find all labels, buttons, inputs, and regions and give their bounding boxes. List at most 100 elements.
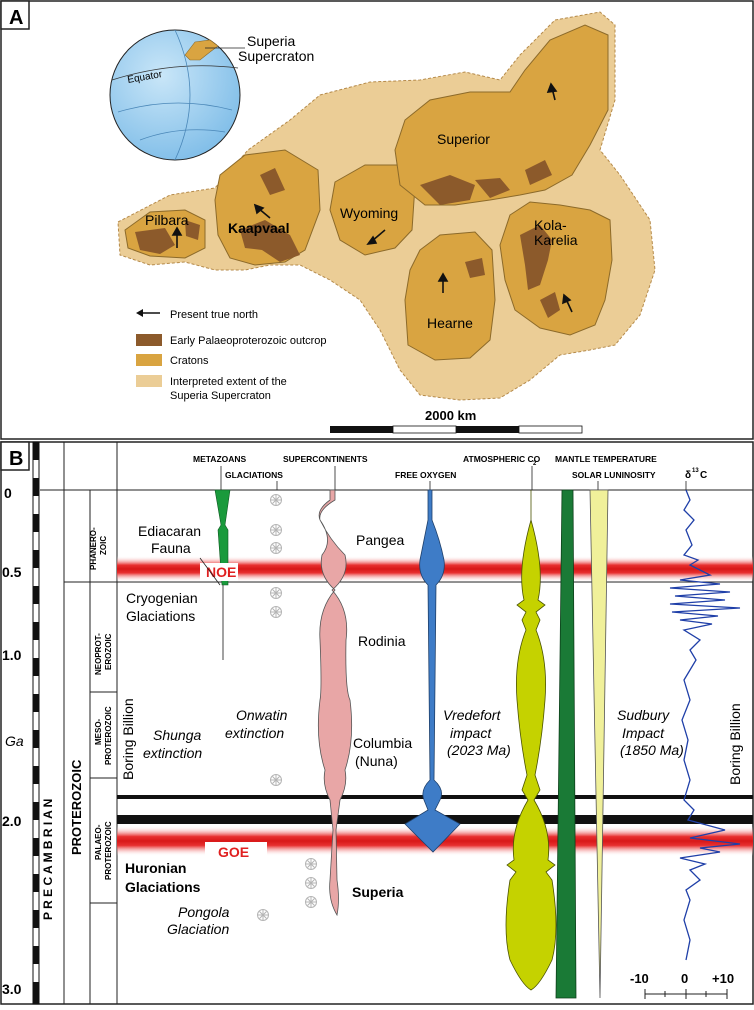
era-phanero-2: ZOIC [99, 536, 108, 555]
eon-proterozoic: PROTEROZOIC [69, 759, 84, 855]
metazoans-shape [214, 489, 231, 586]
d13c-curve [669, 489, 741, 961]
scale-label: 2000 km [425, 408, 476, 423]
globe: Equator Superia Supercraton [109, 29, 314, 161]
header-glaciations: GLACIATIONS [225, 470, 283, 480]
onwatin-1: Onwatin [236, 707, 288, 723]
cryogenian-1: Cryogenian [126, 590, 198, 606]
pongola-2: Glaciation [167, 921, 229, 937]
panel-a-label: A [9, 7, 23, 29]
header-solar: SOLAR LUNINOSITY [572, 470, 656, 480]
boring-right: Boring Billion [727, 703, 743, 785]
globe-supercraton [184, 39, 219, 61]
columbia-1: Columbia [353, 735, 412, 751]
era-meso-1: MESO- [94, 718, 103, 745]
header-metazoans: METAZOANS [193, 454, 247, 464]
panel-b-label-box [0, 441, 30, 471]
craton-superior [394, 24, 609, 206]
superia-label: Superia [352, 884, 404, 900]
time-ruler [32, 441, 40, 1005]
vredefort-1: Vredefort [443, 707, 501, 723]
era-neo-1: NEOPROT- [94, 633, 103, 675]
columbia-2: (Nuna) [355, 753, 398, 769]
label-kaapvaal: Kaapvaal [228, 220, 289, 236]
label-pilbara: Pilbara [145, 212, 189, 228]
panel-a: A [0, 0, 754, 440]
ytick-0: 0 [4, 485, 12, 501]
era-meso-2: PROTEROZOIC [104, 706, 113, 765]
label-wyoming: Wyoming [340, 205, 398, 221]
shunga-1: Shunga [153, 727, 201, 743]
panel-b-frame [0, 441, 754, 1005]
header-mantle: MANTLE TEMPERATURE [555, 454, 657, 464]
goe-label: GOE [218, 844, 249, 860]
legend-north: Present true north [170, 309, 258, 321]
d13c-axis: -10 0 +10 [630, 971, 734, 999]
outcrops [135, 160, 560, 318]
boring-left: Boring Billion [120, 698, 136, 780]
north-arrows [171, 82, 573, 313]
rodinia-label: Rodinia [358, 633, 406, 649]
mantle-shape [555, 489, 577, 999]
pongola-1: Pongola [178, 904, 230, 920]
craton-wyoming [329, 164, 416, 256]
legend: Present true north Early Palaeoproterozo… [136, 309, 327, 402]
globe-sphere [109, 29, 241, 161]
label-superior: Superior [437, 131, 490, 147]
legend-swatch-outcrop [136, 334, 162, 346]
legend-cratons: Cratons [170, 355, 209, 367]
solar-shape [589, 489, 609, 999]
legend-extent-1: Interpreted extent of the [170, 376, 287, 388]
era-palaeo-2: PROTEROZOIC [104, 821, 113, 880]
panel-a-label-box [0, 0, 30, 30]
label-kola-1: Kola- [534, 217, 567, 233]
column-headers: METAZOANS GLACIATIONS SUPERCONTINENTS FR… [193, 454, 707, 481]
legend-swatch-cratons [136, 354, 162, 366]
shunga-2: extinction [143, 745, 202, 761]
huronian-2: Glaciations [125, 879, 201, 895]
axis-unit: Ga [5, 733, 24, 749]
noe-box [200, 563, 238, 581]
header-co2-sub: 2 [533, 461, 537, 467]
onwatin-2: extinction [225, 725, 284, 741]
pangea-label: Pangea [356, 532, 404, 548]
vredefort-2: impact [450, 725, 492, 741]
panel-b: B 0 0.5 1.0 2.0 3.0 [0, 441, 754, 1005]
era-phanero-1: PHANERO- [89, 527, 98, 570]
sudbury-2: Impact [622, 725, 665, 741]
header-supercontinents: SUPERCONTINENTS [283, 454, 368, 464]
goe-box [205, 842, 267, 862]
ediacaran-1: Ediacaran [138, 523, 201, 539]
ytick-3-0: 3.0 [2, 981, 22, 997]
label-kola-2: Karelia [534, 232, 578, 248]
era-neo-2: EROZOIC [104, 633, 113, 670]
legend-outcrop: Early Palaeoproterozoic outcrop [170, 335, 327, 347]
huronian-1: Huronian [125, 860, 186, 876]
ediacaran-pointer [199, 557, 221, 586]
label-hearne: Hearne [427, 315, 473, 331]
ytick-2-0: 2.0 [2, 813, 22, 829]
co2-shape [505, 490, 557, 991]
header-d13c-tail: C [700, 470, 707, 481]
header-ticks [220, 466, 687, 490]
ediacaran-2: Fauna [151, 540, 191, 556]
header-co2: ATMOSPHERIC CO [463, 454, 541, 464]
d13c-tick-neg10: -10 [630, 971, 649, 986]
header-free-oxygen: FREE OXYGEN [395, 470, 456, 480]
cryogenian-2: Glaciations [126, 608, 195, 624]
panel-b-label: B [9, 448, 23, 470]
event-labels: NOE GOE Ediacaran Fauna Cryogenian Glaci… [120, 523, 743, 937]
legend-extent-2: Superia Supercraton [170, 390, 271, 402]
eon-precambrian: P R E C A M B R I A N [41, 799, 55, 920]
era-palaeo-1: PALAEO- [94, 824, 103, 860]
ytick-1-0: 1.0 [2, 647, 22, 663]
vredefort-3: (2023 Ma) [447, 742, 511, 758]
d13c-tick-0: 0 [681, 971, 688, 986]
globe-label-1: Superia [247, 33, 295, 49]
ytick-0-5: 0.5 [2, 564, 22, 580]
sudbury-3: (1850 Ma) [620, 742, 684, 758]
supercontinent-shape [317, 489, 353, 917]
y-axis-labels: 0 0.5 1.0 2.0 3.0 [2, 485, 22, 997]
scale-bar: 2000 km [330, 408, 583, 434]
